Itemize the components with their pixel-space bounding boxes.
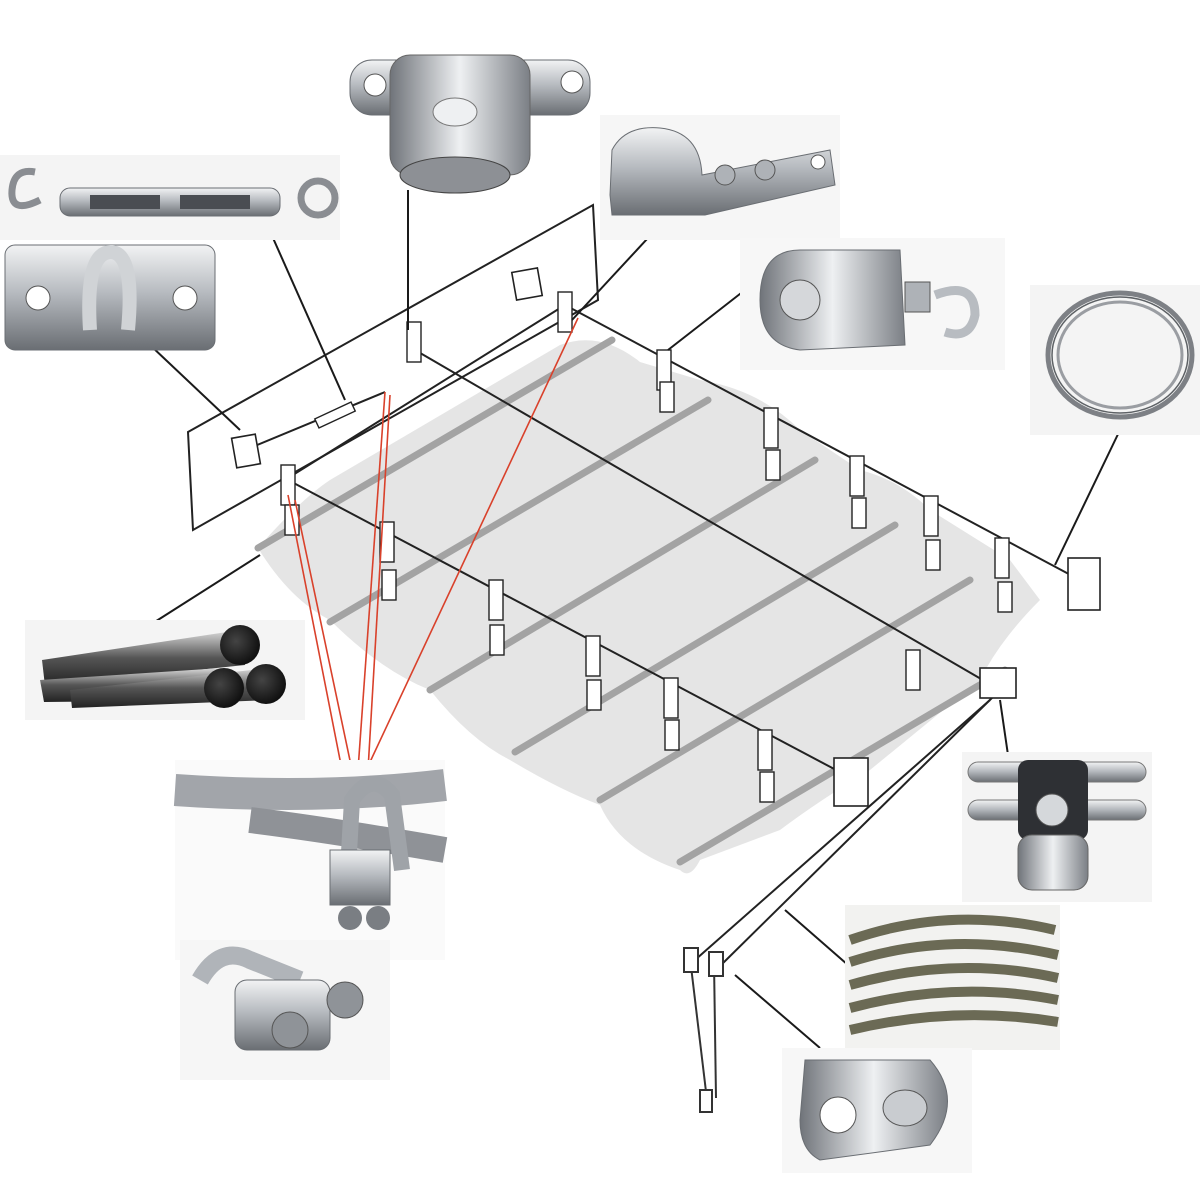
steel-rods-photo [25, 620, 305, 720]
turnbuckle-photo [0, 155, 340, 240]
shade-fabric [258, 340, 1040, 874]
swivel-hook-plate-photo [740, 238, 1005, 370]
support-legs [683, 947, 724, 1113]
cable-clips [280, 291, 1013, 803]
wall-board [186, 203, 600, 532]
callout-lines [287, 317, 579, 771]
pipe-clamp-photo [600, 115, 840, 240]
angle-plate-photo [782, 1048, 972, 1173]
mounting-plates [230, 267, 1101, 807]
turnbuckle-small [313, 401, 357, 429]
rope-coil-photo [845, 905, 1060, 1050]
wire-rope-clip-photo [173, 760, 448, 960]
wire-clip-detail-photo [180, 940, 390, 1080]
canopy-drawing [186, 203, 1101, 1113]
double-pulley-photo [962, 752, 1152, 902]
wire-rope-coil-photo [1030, 285, 1200, 435]
leader-lines [149, 190, 1121, 1049]
pulley-block-photo [349, 54, 591, 194]
pad-eye-plate-photo [4, 244, 216, 351]
